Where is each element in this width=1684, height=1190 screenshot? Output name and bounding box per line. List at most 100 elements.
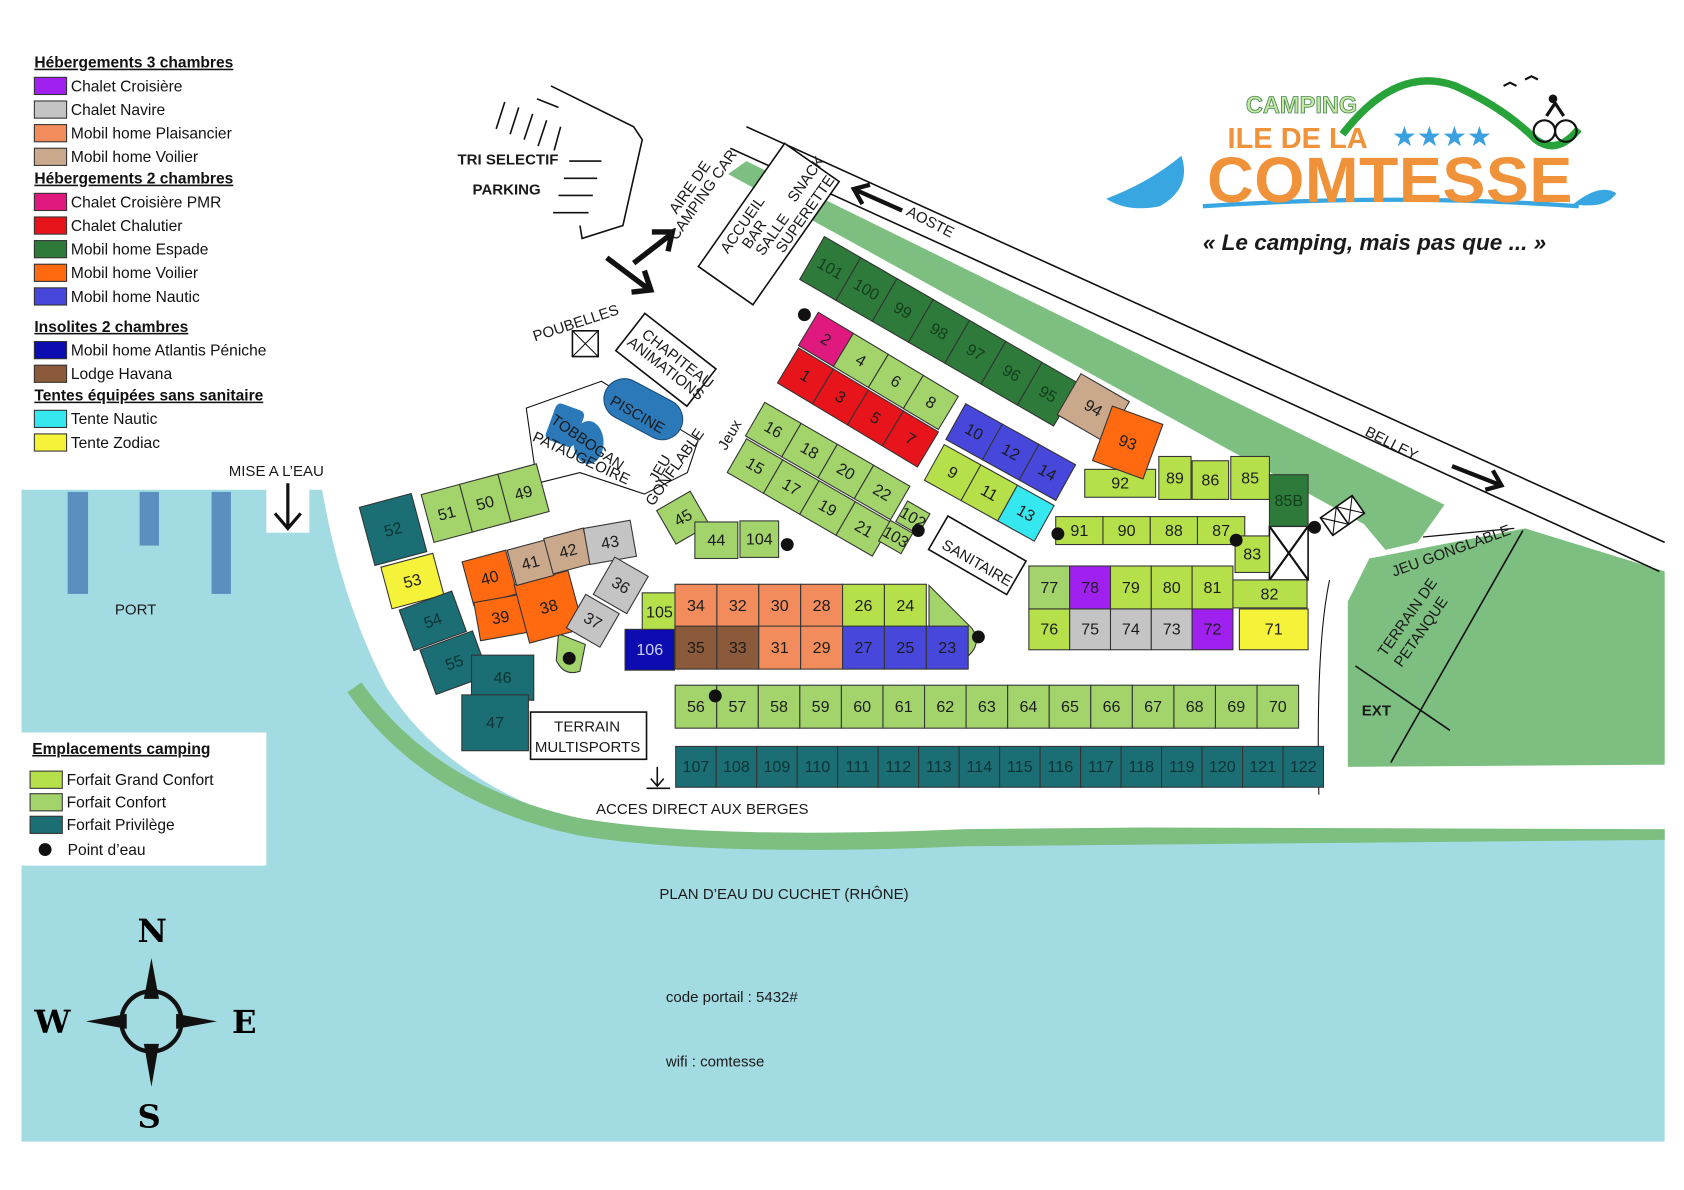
pitch-79: 79 <box>1109 565 1152 610</box>
pitch-number: 31 <box>771 639 789 657</box>
pitch-71: 71 <box>1238 608 1309 651</box>
pitch-plot <box>716 583 760 628</box>
legend-swatch <box>33 76 68 96</box>
pitch-number: 68 <box>1186 698 1204 716</box>
legend-item-mh_atlantis: Mobil home Atlantis Péniche <box>33 341 266 360</box>
legend-label: Chalet Navire <box>71 102 165 119</box>
pitch-row: 42 <box>543 527 594 575</box>
pitch-plot <box>674 625 718 670</box>
chapiteau-building <box>614 312 718 408</box>
pitch-plot <box>1231 579 1308 609</box>
legend-item-tente_zodiac: Tente Zodiac <box>33 433 160 452</box>
legend-swatch <box>33 364 68 383</box>
pitch-number: 72 <box>1204 621 1222 639</box>
pitch-116: 116 <box>1039 745 1082 788</box>
pitch-number: 110 <box>805 758 831 776</box>
label-acces-berges: ACCES DIRECT AUX BERGES <box>596 801 809 818</box>
pitch-number: 116 <box>1048 758 1074 776</box>
reception-building <box>697 142 841 306</box>
pitch-104: 104 <box>739 520 780 558</box>
legend-swatch <box>33 409 68 428</box>
legend-swatch <box>33 124 68 143</box>
pitch-plot <box>1149 516 1199 546</box>
pitch-37: 37 <box>565 593 620 648</box>
pitch-plot <box>877 745 920 788</box>
legend-item-mh_nautic: Mobil home Nautic <box>33 287 200 306</box>
pitch-plot <box>1158 455 1192 500</box>
pitch-plot <box>1191 565 1234 610</box>
pitch-number: 61 <box>895 698 913 716</box>
pitch-number: 92 <box>1111 475 1129 493</box>
pitch-number: 24 <box>896 597 914 615</box>
pitch-number: 75 <box>1081 621 1099 639</box>
pitch-row: 40 <box>461 549 519 607</box>
pitch-row: 46 <box>470 654 535 701</box>
wifi-password: wifi : comtesse <box>665 1053 764 1070</box>
pitch-number: 117 <box>1088 758 1114 776</box>
pitch-number: 89 <box>1166 469 1184 487</box>
pitch-row: 44 <box>694 521 739 560</box>
pitch-plot <box>380 552 445 610</box>
label-tri-selectif: TRI SELECTIF <box>458 151 559 168</box>
pitch-plot <box>358 492 428 567</box>
pitch-plot <box>883 583 927 628</box>
pitch-plot <box>1196 516 1246 546</box>
pitch-number: 83 <box>1243 546 1261 564</box>
legend-item-lodge_havana: Lodge Havana <box>33 364 172 383</box>
pitch-row: 41 <box>506 539 555 587</box>
pitch-number: 105 <box>646 604 673 622</box>
pitch-40: 40 <box>461 549 519 607</box>
pitch-plot <box>1173 684 1217 729</box>
pitch-53: 53 <box>380 552 445 610</box>
pitch-plot <box>796 745 839 788</box>
pitch-plot <box>1191 460 1230 500</box>
petanque-divider <box>1422 527 1515 538</box>
pitch-plot <box>1282 745 1325 788</box>
logo-camping: CAMPING <box>1246 93 1358 119</box>
pitch-plot <box>1131 684 1175 729</box>
bank-access-arrow-icon <box>646 766 671 790</box>
pitch-plot <box>883 625 927 670</box>
legend-item-chalet_croisiere: Chalet Croisière <box>33 76 182 96</box>
pitch-3: 3 <box>811 368 870 426</box>
pitch-117: 117 <box>1080 745 1122 788</box>
pitch-row: 105 <box>641 592 678 633</box>
pitch-plot <box>716 625 760 670</box>
pitch-30: 30 <box>758 583 802 628</box>
pitch-row: 36 <box>592 556 649 615</box>
pitch-5: 5 <box>846 389 905 447</box>
pitch-105: 105 <box>641 592 678 633</box>
pitch-61: 61 <box>882 684 926 729</box>
pitch-number: 104 <box>746 531 773 549</box>
pitch-plot <box>1161 745 1203 788</box>
pitch-29: 29 <box>800 625 844 670</box>
pitch-plot <box>923 684 967 729</box>
pitch-row: 82 <box>1231 579 1308 609</box>
pitch-number: 80 <box>1163 579 1181 597</box>
legend-label: Forfait Confort <box>67 795 167 812</box>
pitch-plot <box>1191 608 1234 651</box>
pitch-89: 89 <box>1158 455 1192 500</box>
pitch-number: 69 <box>1227 698 1245 716</box>
pitch-83: 83 <box>1234 535 1270 573</box>
label-terrain: TERRAIN <box>554 718 620 735</box>
pitch-112: 112 <box>877 745 920 788</box>
pitch-number: 38 <box>538 596 560 618</box>
pitch-plot <box>925 625 969 670</box>
pitch-14: 14 <box>1018 443 1077 502</box>
pitch-plot <box>624 628 675 671</box>
pitch-plot <box>1007 684 1050 729</box>
pitch-plot <box>800 583 844 628</box>
pitch-73: 73 <box>1150 608 1193 651</box>
legend-swatch <box>33 192 68 212</box>
legend-label: Chalet Croisière PMR <box>71 194 221 211</box>
label-ext: EXT <box>1362 702 1392 719</box>
pitch-number: 108 <box>723 758 750 776</box>
pitch-88: 88 <box>1149 516 1199 546</box>
pitch-plot <box>1028 608 1071 651</box>
